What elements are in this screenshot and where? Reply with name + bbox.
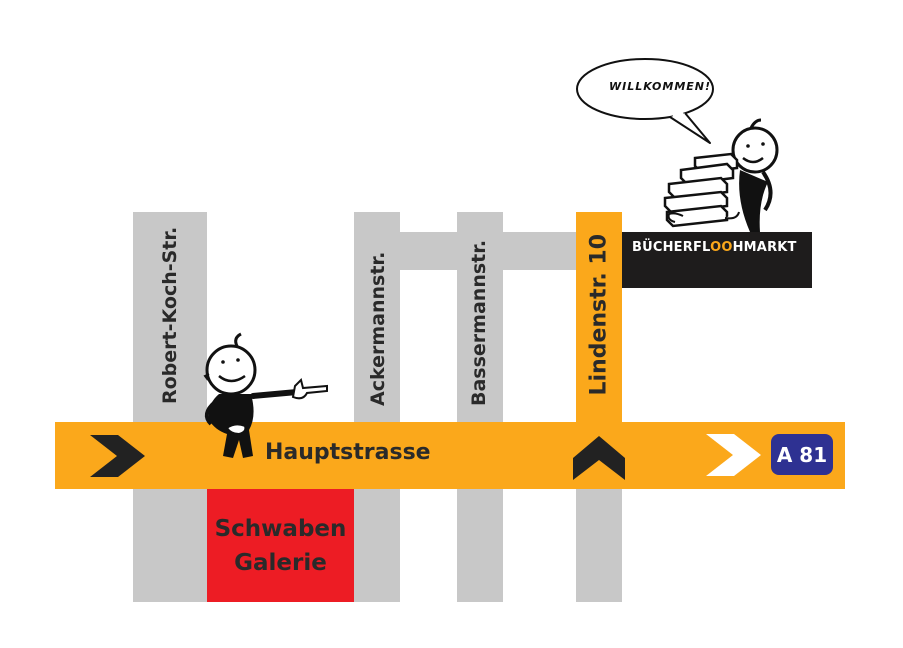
speech-bubble-text: WILLKOMMEN! bbox=[608, 80, 712, 93]
schwaben-galerie: Schwaben Galerie bbox=[207, 489, 354, 602]
street-connector bbox=[400, 232, 576, 270]
main-road bbox=[55, 422, 845, 489]
store-name-highlight: OO bbox=[710, 240, 733, 255]
gallery-label-line1: Schwaben bbox=[214, 515, 347, 542]
label-ackermann: Ackermannstr. bbox=[367, 251, 389, 406]
gallery-label-line2: Galerie bbox=[234, 549, 327, 576]
chevron-up-icon bbox=[573, 436, 625, 480]
chevron-right-white-icon bbox=[706, 434, 761, 476]
street-linden-south bbox=[576, 489, 622, 602]
store-name: BÜCHERFLOOHMARKT bbox=[632, 240, 797, 255]
store-sign: BÜCHERFLOOHMARKT bbox=[622, 232, 812, 288]
label-hauptstrasse: Hauptstrasse bbox=[265, 440, 431, 465]
store-name-prefix: BÜCHERFL bbox=[632, 240, 711, 255]
store-name-suffix: HMARKT bbox=[732, 240, 797, 255]
label-robert-koch: Robert-Koch-Str. bbox=[159, 226, 181, 404]
pointing-man-icon bbox=[203, 332, 328, 458]
label-linden: Lindenstr. 10 bbox=[586, 233, 612, 396]
street-robert-koch bbox=[133, 212, 207, 602]
label-bassermann: Bassermannstr. bbox=[468, 239, 490, 406]
chevron-right-icon bbox=[90, 435, 145, 477]
street-bassermann bbox=[457, 212, 503, 602]
motorway-sign: A 81 bbox=[771, 434, 833, 475]
speech-bubble bbox=[576, 58, 714, 144]
street-ackermann bbox=[354, 212, 400, 602]
street-linden bbox=[576, 212, 622, 427]
book-man-icon bbox=[663, 118, 779, 232]
